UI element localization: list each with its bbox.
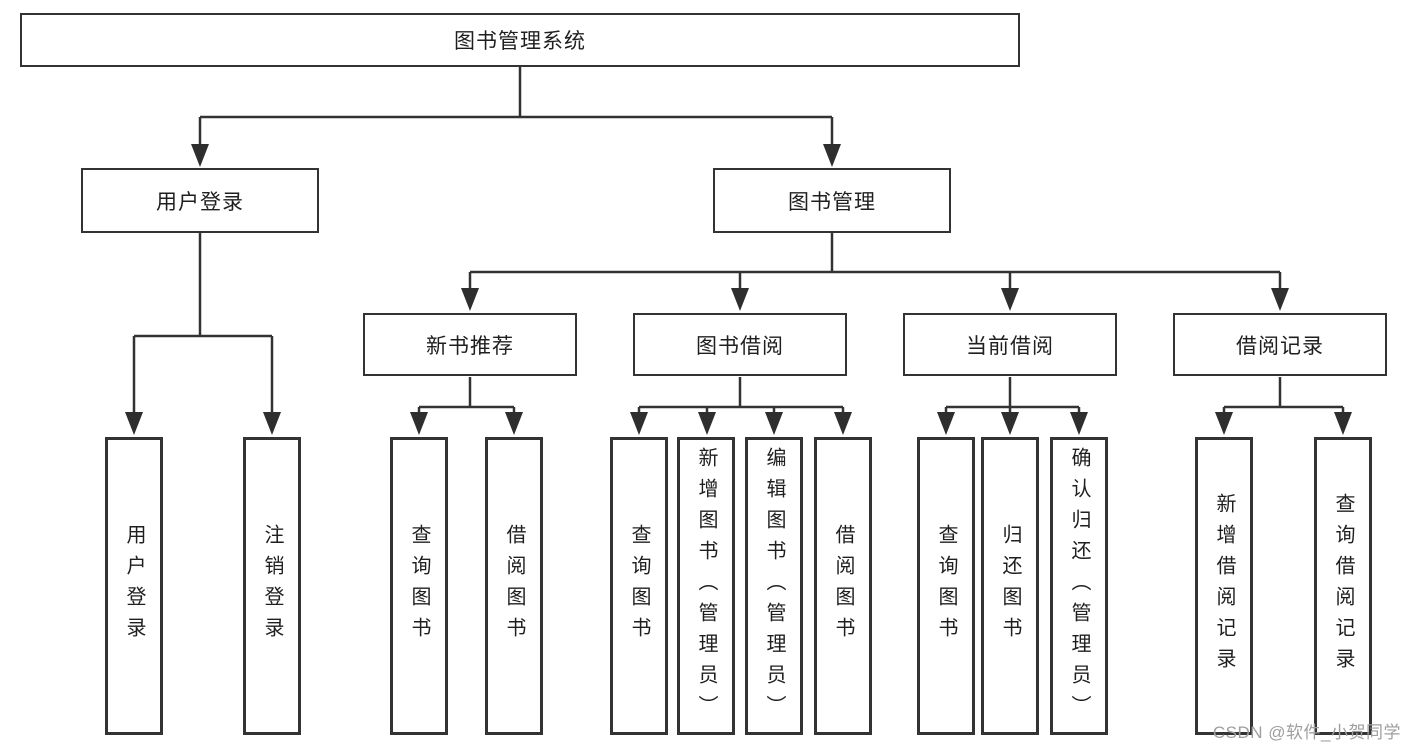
leaf-label: 编辑图书（管理员） <box>763 446 785 726</box>
node-current-borrowing: 当前借阅 <box>903 313 1117 376</box>
leaf-label: 借阅图书 <box>503 524 525 648</box>
leaf-label: 借阅图书 <box>832 524 854 648</box>
arrow-down-icon <box>731 288 749 311</box>
leaf-logout: 注销登录 <box>243 437 301 735</box>
arrow-down-icon <box>263 412 281 435</box>
leaf-user-login: 用户登录 <box>105 437 163 735</box>
leaf-label: 新增图书（管理员） <box>695 446 717 726</box>
leaf-newbook-query-books: 查询图书 <box>390 437 448 735</box>
csdn-watermark: CSDN @软件_小贺同学 <box>1212 723 1401 742</box>
arrow-down-icon <box>823 144 841 167</box>
arrow-down-icon <box>1001 288 1019 311</box>
leaf-borrow-borrow-books: 借阅图书 <box>814 437 872 735</box>
leaf-label: 查询图书 <box>408 524 430 648</box>
node-user-login: 用户登录 <box>81 168 319 233</box>
node-label: 借阅记录 <box>1236 334 1324 358</box>
arrow-down-icon <box>1271 288 1289 311</box>
node-label: 图书借阅 <box>696 334 784 358</box>
arrow-down-icon <box>1070 412 1088 435</box>
arrow-down-icon <box>937 412 955 435</box>
leaf-label: 归还图书 <box>999 524 1021 648</box>
arrow-down-icon <box>1215 412 1233 435</box>
arrow-down-icon <box>191 144 209 167</box>
leaf-borrow-query-books: 查询图书 <box>610 437 668 735</box>
leaf-label: 查询图书 <box>935 524 957 648</box>
leaf-label: 注销登录 <box>261 524 283 648</box>
leaf-label: 查询借阅记录 <box>1332 493 1354 679</box>
node-label: 新书推荐 <box>426 334 514 358</box>
leaf-label: 查询图书 <box>628 524 650 648</box>
leaf-borrow-add-books-admin: 新增图书（管理员） <box>677 437 735 735</box>
node-new-book-recommend: 新书推荐 <box>363 313 577 376</box>
arrow-down-icon <box>461 288 479 311</box>
arrowheads <box>125 144 1352 435</box>
arrow-down-icon <box>410 412 428 435</box>
node-label: 图书管理系统 <box>454 30 586 53</box>
arrow-down-icon <box>834 412 852 435</box>
leaf-records-add-record: 新增借阅记录 <box>1195 437 1253 735</box>
arrow-down-icon <box>1001 412 1019 435</box>
leaf-label: 确认归还（管理员） <box>1068 446 1090 726</box>
leaf-label: 新增借阅记录 <box>1213 493 1235 679</box>
arrow-down-icon <box>765 412 783 435</box>
arrow-down-icon <box>630 412 648 435</box>
node-borrowing-records: 借阅记录 <box>1173 313 1387 376</box>
leaf-records-query-record: 查询借阅记录 <box>1314 437 1372 735</box>
leaf-current-query-books: 查询图书 <box>917 437 975 735</box>
node-label: 用户登录 <box>156 190 244 214</box>
arrow-down-icon <box>125 412 143 435</box>
leaf-current-confirm-return-admin: 确认归还（管理员） <box>1050 437 1108 735</box>
node-book-management: 图书管理 <box>713 168 951 233</box>
connector-path <box>132 67 1345 416</box>
node-label: 图书管理 <box>788 190 876 214</box>
arrow-down-icon <box>698 412 716 435</box>
arrow-down-icon <box>505 412 523 435</box>
arrow-down-icon <box>1334 412 1352 435</box>
leaf-label: 用户登录 <box>123 524 145 648</box>
node-book-borrowing: 图书借阅 <box>633 313 847 376</box>
node-root: 图书管理系统 <box>20 13 1020 67</box>
node-label: 当前借阅 <box>966 334 1054 358</box>
leaf-current-return-books: 归还图书 <box>981 437 1039 735</box>
leaf-newbook-borrow-books: 借阅图书 <box>485 437 543 735</box>
leaf-borrow-edit-books-admin: 编辑图书（管理员） <box>745 437 803 735</box>
